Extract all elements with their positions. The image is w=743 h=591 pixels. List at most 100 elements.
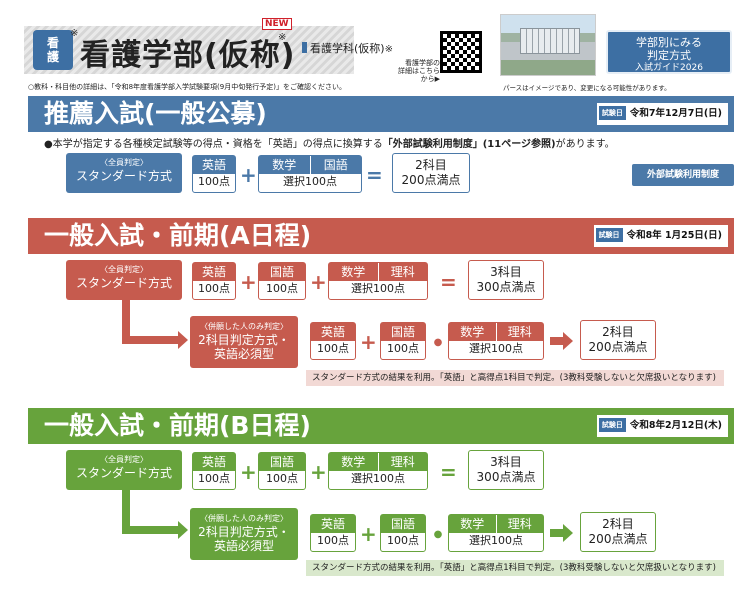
plus-operator: + xyxy=(310,460,327,484)
subject-name: 国語 xyxy=(309,156,361,174)
method-name: 2科目判定方式・ xyxy=(198,525,290,539)
header-band xyxy=(24,26,354,74)
date-label: 試験日 xyxy=(598,418,626,432)
date-value: 令和8年 1月25日(日) xyxy=(626,230,722,241)
result-box: 3科目 300点満点 xyxy=(468,450,544,490)
qr-code-icon[interactable] xyxy=(440,31,482,73)
plus-operator: + xyxy=(240,460,257,484)
subject-name: 英語 xyxy=(193,453,235,471)
subject-box: 数学国語 選択100点 xyxy=(258,155,362,193)
section-title: 推薦入試(一般公募) xyxy=(44,99,267,128)
badge-line-2: 護 xyxy=(46,50,59,64)
method-name: 英語必須型 xyxy=(213,347,274,361)
subject-box: 英語 100点 xyxy=(192,452,236,490)
subject-name: 数学 xyxy=(259,156,310,174)
section-title: 一般入試・前期(A日程) xyxy=(44,221,312,250)
result-line-2: 200点満点 xyxy=(588,532,648,546)
subject-points: 100点 xyxy=(317,534,349,547)
subject-points: 選択100点 xyxy=(469,534,523,547)
subject-points: 100点 xyxy=(198,175,230,188)
result-line-2: 300点満点 xyxy=(476,470,536,484)
page-title: 看護学部(仮称) xyxy=(80,38,296,73)
method-standard: 〈全員判定〉 スタンダード方式 xyxy=(66,260,182,300)
subtitle: 看護学科(仮称)※ xyxy=(302,40,393,56)
dot-operator: ● xyxy=(433,337,443,348)
note-strip: スタンダード方式の結果を利用。「英語」と高得点1科目で判定。(3教科受験しないと… xyxy=(306,370,724,386)
subject-box: 数学理科 選択100点 xyxy=(448,322,544,360)
method-alternative: 〈併願した人のみ判定〉 2科目判定方式・ 英語必須型 xyxy=(190,316,298,368)
result-line-1: 3科目 xyxy=(490,455,522,469)
method-small: 〈全員判定〉 xyxy=(100,455,148,464)
plus-operator: + xyxy=(240,270,257,294)
subject-box: 数学理科 選択100点 xyxy=(328,262,428,300)
date-value: 令和7年12月7日(日) xyxy=(629,108,722,119)
subject-points: 選択100点 xyxy=(283,175,337,188)
section-title: 一般入試・前期(B日程) xyxy=(44,411,311,440)
detail-note: ○教科・科目他の詳細は、「令和8年度看護学部入学試験要項(9月中旬発行予定)」を… xyxy=(28,83,346,91)
method-standard: 〈全員判定〉 スタンダード方式 xyxy=(66,450,182,490)
subject-name: 数学 xyxy=(329,263,378,281)
section-bar-ippan-a: 一般入試・前期(A日程) 試験日令和8年 1月25日(日) xyxy=(28,218,734,254)
subject-box: 国語 100点 xyxy=(380,322,426,360)
plus-operator: + xyxy=(360,522,377,546)
subtitle-asterisk: ※ xyxy=(384,44,393,55)
subject-name: 国語 xyxy=(259,263,305,281)
connector-line xyxy=(122,300,130,342)
method-name: スタンダード方式 xyxy=(75,466,172,480)
subject-box: 数学理科 選択100点 xyxy=(448,514,544,552)
section-bar-ippan-b: 一般入試・前期(B日程) 試験日令和8年2月12日(木) xyxy=(28,408,734,444)
desc-text: ●本学が指定する各種検定試験等の得点・資格を「英語」の得点に換算する xyxy=(44,139,383,150)
subject-points: 選択100点 xyxy=(351,472,405,485)
dot-operator: ● xyxy=(433,529,443,540)
qr-note: 看護学部の 詳細はこちらから▶ xyxy=(392,59,440,83)
guide-line-2: 判定方式 xyxy=(647,49,691,62)
result-line-1: 2科目 xyxy=(602,325,634,339)
subject-box: 国語 100点 xyxy=(380,514,426,552)
exam-date: 試験日令和8年2月12日(木) xyxy=(596,415,728,437)
result-line-1: 2科目 xyxy=(602,517,634,531)
method-alternative: 〈併願した人のみ判定〉 2科目判定方式・ 英語必須型 xyxy=(190,508,298,560)
subject-name: 理科 xyxy=(377,263,427,281)
subtitle-text: 看護学科(仮称) xyxy=(310,42,385,55)
method-name: 2科目判定方式・ xyxy=(198,333,290,347)
subject-name: 数学 xyxy=(329,453,378,471)
result-box: 2科目 200点満点 xyxy=(580,320,656,360)
subject-name: 国語 xyxy=(259,453,305,471)
arrow-right-icon xyxy=(563,524,573,542)
title-asterisk: ※ xyxy=(278,32,287,43)
arrow-shaft xyxy=(550,529,564,537)
arrow-shaft xyxy=(550,337,564,345)
result-line-1: 3科目 xyxy=(490,265,522,279)
subject-name: 英語 xyxy=(193,263,235,281)
method-small: 〈全員判定〉 xyxy=(100,265,148,274)
badge-line-1: 看 xyxy=(46,36,59,50)
section-bar-suisen: 推薦入試(一般公募) 試験日令和7年12月7日(日) xyxy=(28,96,734,132)
guide-button[interactable]: 学部別にみる 判定方式 入試ガイド2026 xyxy=(606,30,732,74)
desc-tail: があります。 xyxy=(555,139,615,150)
subject-points: 選択100点 xyxy=(351,282,405,295)
date-label: 試験日 xyxy=(598,106,626,120)
plus-operator: + xyxy=(310,270,327,294)
subject-name: 数学 xyxy=(449,323,496,341)
subject-box: 国語 100点 xyxy=(258,262,306,300)
subject-name: 英語 xyxy=(311,323,355,341)
subject-box: 英語 100点 xyxy=(310,514,356,552)
method-name: 英語必須型 xyxy=(213,539,274,553)
subject-points: 100点 xyxy=(266,472,298,485)
subject-box: 国語 100点 xyxy=(258,452,306,490)
building-illustration xyxy=(520,28,580,54)
external-test-button[interactable]: 外部試験利用制度 xyxy=(632,164,734,186)
method-small: 〈併願した人のみ判定〉 xyxy=(200,322,288,331)
method-small: 〈併願した人のみ判定〉 xyxy=(200,514,288,523)
exam-date: 試験日令和8年 1月25日(日) xyxy=(593,225,728,247)
subject-name: 国語 xyxy=(381,515,425,533)
subject-box: 英語 100点 xyxy=(192,155,236,193)
badge-asterisk: ※ xyxy=(70,28,79,39)
date-value: 令和8年2月12日(木) xyxy=(629,420,722,431)
subject-name: 英語 xyxy=(311,515,355,533)
connector-line xyxy=(122,490,130,534)
subject-box: 英語 100点 xyxy=(310,322,356,360)
qr-note-line-1: 看護学部の xyxy=(405,59,440,67)
date-label: 試験日 xyxy=(595,228,623,242)
suisen-description: ●本学が指定する各種検定試験等の得点・資格を「英語」の得点に換算する「外部試験利… xyxy=(44,135,615,150)
